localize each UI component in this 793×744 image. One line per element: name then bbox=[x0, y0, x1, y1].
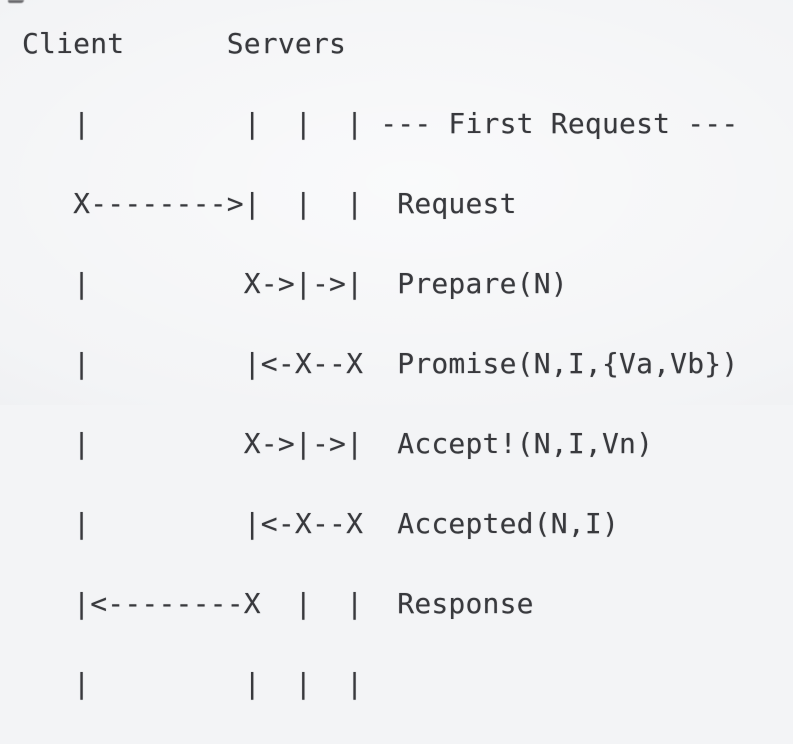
paxos-sequence-diagram: Client Servers | | | | --- First Request… bbox=[22, 24, 738, 744]
diagram-row-first-request-banner: | | | | --- First Request --- bbox=[22, 107, 739, 140]
corner-artifact bbox=[8, 0, 24, 3]
slide-background: Client Servers | | | | --- First Request… bbox=[0, 0, 793, 700]
diagram-row-prepare: | X->|->| Prepare(N) bbox=[22, 267, 568, 300]
diagram-row-accept: | X->|->| Accept!(N,I,Vn) bbox=[22, 427, 654, 460]
diagram-row-footer-lifelines: | | | | bbox=[22, 667, 364, 700]
diagram-row-accepted: | |<-X--X Accepted(N,I) bbox=[22, 507, 620, 540]
diagram-header-participants: Client Servers bbox=[22, 27, 347, 60]
diagram-row-request: X-------->| | | Request bbox=[22, 187, 517, 220]
diagram-row-promise: | |<-X--X Promise(N,I,{Va,Vb}) bbox=[22, 347, 739, 380]
diagram-row-response: |<--------X | | Response bbox=[22, 587, 534, 620]
